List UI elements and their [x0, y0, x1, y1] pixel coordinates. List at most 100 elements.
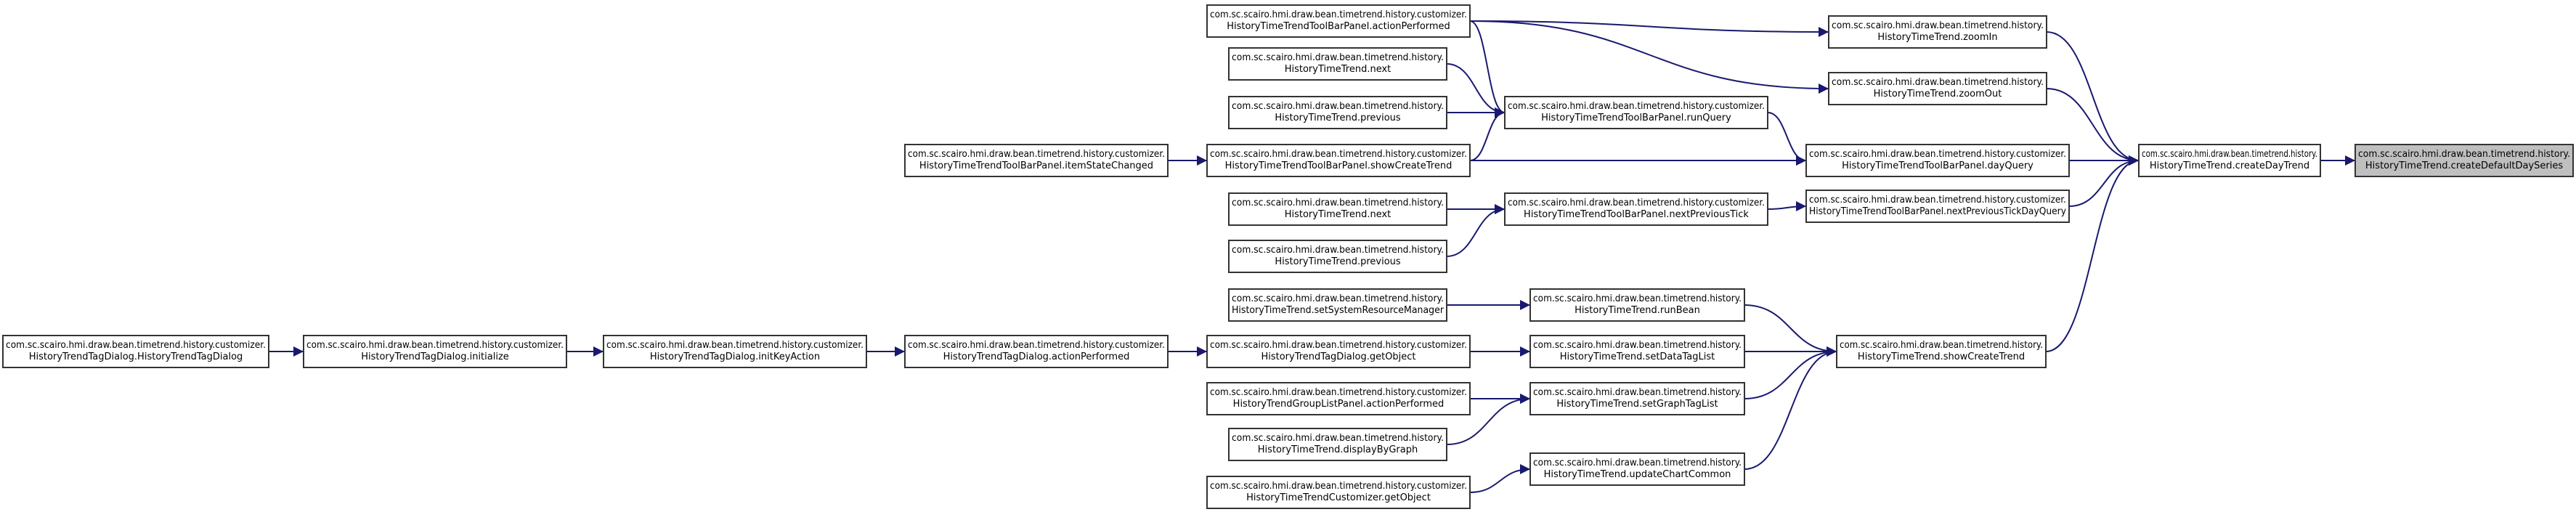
- node-next2[interactable]: com.sc.scairo.hmi.draw.bean.timetrend.hi…: [1228, 192, 1447, 226]
- node-label-1: com.sc.scairo.hmi.draw.bean.timetrend.hi…: [1508, 101, 1765, 112]
- node-label-1: com.sc.scairo.hmi.draw.bean.timetrend.hi…: [1232, 101, 1444, 112]
- node-label-1: com.sc.scairo.hmi.draw.bean.timetrend.hi…: [1232, 52, 1444, 63]
- node-box: [1828, 72, 2047, 105]
- edge-next-prev-tick-day-query-to-create-day-trend: [2068, 155, 2140, 207]
- node-label-1: com.sc.scairo.hmi.draw.bean.timetrend.hi…: [1232, 293, 1444, 304]
- node-label-1: com.sc.scairo.hmi.draw.bean.timetrend.hi…: [1832, 20, 2044, 31]
- edge-zoom-in-to-create-day-trend: [2046, 31, 2140, 166]
- node-run-bean[interactable]: com.sc.scairo.hmi.draw.bean.timetrend.hi…: [1529, 288, 1745, 322]
- node-box: [1206, 476, 1471, 509]
- node-tb-show-create-trend[interactable]: com.sc.scairo.hmi.draw.bean.timetrend.hi…: [1206, 144, 1471, 177]
- node-label-2: HistoryTimeTrend.zoomOut: [1874, 89, 2002, 99]
- edge-update-chart-common-to-show-create-trend: [1744, 346, 1837, 470]
- node-dlg-get-object[interactable]: com.sc.scairo.hmi.draw.bean.timetrend.hi…: [1206, 335, 1471, 368]
- node-label-1: com.sc.scairo.hmi.draw.bean.timetrend.hi…: [1508, 198, 1765, 208]
- node-next-prev-tick[interactable]: com.sc.scairo.hmi.draw.bean.timetrend.hi…: [1504, 192, 1768, 226]
- node-label-2: HistoryTimeTrendToolBarPanel.itemStateCh…: [919, 160, 1153, 171]
- node-cust-get-object[interactable]: com.sc.scairo.hmi.draw.bean.timetrend.hi…: [1206, 476, 1471, 509]
- edge-run-query-to-day-query: [1767, 112, 1807, 166]
- node-label-2: HistoryTrendTagDialog.initKeyAction: [650, 352, 820, 362]
- node-create-default-day-series[interactable]: com.sc.scairo.hmi.draw.bean.timetrend.hi…: [2354, 144, 2574, 177]
- node-label-1: com.sc.scairo.hmi.draw.bean.timetrend.hi…: [306, 340, 564, 351]
- edges: [269, 20, 2355, 493]
- node-label-1: com.sc.scairo.hmi.draw.bean.timetrend.hi…: [1210, 149, 1467, 160]
- node-box: [1206, 4, 1471, 38]
- node-label-1: com.sc.scairo.hmi.draw.bean.timetrend.hi…: [6, 340, 266, 351]
- node-label-2: HistoryTimeTrendToolBarPanel.dayQuery: [1842, 160, 2033, 171]
- node-box: [1228, 96, 1447, 129]
- node-label-2: HistoryTimeTrend.showCreateTrend: [1858, 352, 2025, 362]
- node-box: [1529, 382, 1745, 415]
- node-set-data-tag-list[interactable]: com.sc.scairo.hmi.draw.bean.timetrend.hi…: [1529, 335, 1745, 368]
- node-label-1: com.sc.scairo.hmi.draw.bean.timetrend.hi…: [1210, 9, 1467, 20]
- node-init-key-action[interactable]: com.sc.scairo.hmi.draw.bean.timetrend.hi…: [603, 335, 867, 368]
- node-grp-action-performed[interactable]: com.sc.scairo.hmi.draw.bean.timetrend.hi…: [1206, 382, 1471, 415]
- node-label-1: com.sc.scairo.hmi.draw.bean.timetrend.hi…: [1840, 340, 2043, 351]
- node-label-2: HistoryTrendGroupListPanel.actionPerform…: [1233, 399, 1445, 410]
- node-label-1: com.sc.scairo.hmi.draw.bean.timetrend.hi…: [1809, 195, 2066, 206]
- node-zoom-in[interactable]: com.sc.scairo.hmi.draw.bean.timetrend.hi…: [1828, 15, 2047, 49]
- node-box: [1504, 192, 1768, 226]
- edge-tb-action-performed-to-zoom-in: [1469, 20, 1829, 37]
- node-box: [1206, 382, 1471, 415]
- node-label-2: HistoryTimeTrendToolBarPanel.showCreateT…: [1225, 160, 1452, 171]
- node-ctor[interactable]: com.sc.scairo.hmi.draw.bean.timetrend.hi…: [2, 335, 269, 368]
- node-tb-action-performed[interactable]: com.sc.scairo.hmi.draw.bean.timetrend.hi…: [1206, 4, 1471, 38]
- edge-show-create-trend-to-create-day-trend: [2045, 155, 2140, 352]
- node-label-2: HistoryTimeTrend.runBean: [1575, 305, 1700, 316]
- node-create-day-trend[interactable]: com.sc.scairo.hmi.draw.bean.timetrend.hi…: [2138, 144, 2321, 177]
- node-previous2[interactable]: com.sc.scairo.hmi.draw.bean.timetrend.hi…: [1228, 240, 1447, 273]
- node-box: [1228, 192, 1447, 226]
- node-box: [1504, 96, 1768, 129]
- node-box: [904, 335, 1169, 368]
- node-dlg-action-performed[interactable]: com.sc.scairo.hmi.draw.bean.timetrend.hi…: [904, 335, 1169, 368]
- node-box: [1228, 428, 1447, 461]
- node-box: [1836, 335, 2047, 368]
- node-label-2: HistoryTimeTrend.displayByGraph: [1258, 444, 1418, 455]
- node-box: [1228, 240, 1447, 273]
- node-box: [2138, 144, 2321, 177]
- node-label-2: HistoryTimeTrendToolBarPanel.runQuery: [1541, 113, 1731, 123]
- node-label-2: HistoryTimeTrend.next: [1285, 64, 1391, 75]
- edge-display-by-graph-to-set-graph-tag-list: [1446, 394, 1531, 445]
- node-label-2: HistoryTimeTrend.createDefaultDaySeries: [2365, 160, 2563, 171]
- node-label-1: com.sc.scairo.hmi.draw.bean.timetrend.hi…: [2358, 149, 2570, 160]
- node-box: [1206, 335, 1471, 368]
- node-label-1: com.sc.scairo.hmi.draw.bean.timetrend.hi…: [1533, 293, 1742, 304]
- node-set-system-resource-manager[interactable]: com.sc.scairo.hmi.draw.bean.timetrend.hi…: [1228, 288, 1447, 322]
- node-label-2: HistoryTimeTrendToolBarPanel.nextPreviou…: [1809, 206, 2066, 217]
- node-box: [1805, 190, 2070, 223]
- node-label-1: com.sc.scairo.hmi.draw.bean.timetrend.hi…: [1533, 387, 1742, 398]
- edge-next1-to-run-query: [1446, 63, 1506, 118]
- node-label-1: com.sc.scairo.hmi.draw.bean.timetrend.hi…: [1232, 198, 1444, 208]
- node-label-2: HistoryTrendTagDialog.initialize: [361, 352, 509, 362]
- edge-tb-show-create-trend-to-run-query: [1469, 107, 1506, 161]
- node-label-1: com.sc.scairo.hmi.draw.bean.timetrend.hi…: [1533, 340, 1742, 351]
- node-display-by-graph[interactable]: com.sc.scairo.hmi.draw.bean.timetrend.hi…: [1228, 428, 1447, 461]
- node-update-chart-common[interactable]: com.sc.scairo.hmi.draw.bean.timetrend.hi…: [1529, 452, 1745, 486]
- node-box: [1228, 47, 1447, 81]
- node-label-2: HistoryTrendTagDialog.HistoryTrendTagDia…: [29, 352, 243, 362]
- edge-set-graph-tag-list-to-show-create-trend: [1744, 346, 1837, 399]
- node-set-graph-tag-list[interactable]: com.sc.scairo.hmi.draw.bean.timetrend.hi…: [1529, 382, 1745, 415]
- node-box: [1805, 144, 2070, 177]
- node-run-query[interactable]: com.sc.scairo.hmi.draw.bean.timetrend.hi…: [1504, 96, 1768, 129]
- node-next1[interactable]: com.sc.scairo.hmi.draw.bean.timetrend.hi…: [1228, 47, 1447, 81]
- node-previous1[interactable]: com.sc.scairo.hmi.draw.bean.timetrend.hi…: [1228, 96, 1447, 129]
- node-zoom-out[interactable]: com.sc.scairo.hmi.draw.bean.timetrend.hi…: [1828, 72, 2047, 105]
- node-item-state-changed[interactable]: com.sc.scairo.hmi.draw.bean.timetrend.hi…: [904, 144, 1169, 177]
- node-initialize[interactable]: com.sc.scairo.hmi.draw.bean.timetrend.hi…: [303, 335, 567, 368]
- node-label-2: HistoryTimeTrendCustomizer.getObject: [1246, 492, 1431, 503]
- node-next-prev-tick-day-query[interactable]: com.sc.scairo.hmi.draw.bean.timetrend.hi…: [1805, 190, 2070, 223]
- node-label-2: HistoryTimeTrend.setDataTagList: [1560, 352, 1715, 362]
- edge-cust-get-object-to-update-chart-common: [1469, 464, 1531, 493]
- node-label-2: HistoryTrendTagDialog.actionPerformed: [943, 352, 1130, 362]
- nodes: com.sc.scairo.hmi.draw.bean.timetrend.hi…: [2, 4, 2574, 509]
- node-show-create-trend[interactable]: com.sc.scairo.hmi.draw.bean.timetrend.hi…: [1836, 335, 2047, 368]
- node-box: [1529, 288, 1745, 322]
- node-box: [603, 335, 867, 368]
- node-day-query[interactable]: com.sc.scairo.hmi.draw.bean.timetrend.hi…: [1805, 144, 2070, 177]
- node-box: [904, 144, 1169, 177]
- node-label-2: HistoryTimeTrend.previous: [1275, 256, 1401, 267]
